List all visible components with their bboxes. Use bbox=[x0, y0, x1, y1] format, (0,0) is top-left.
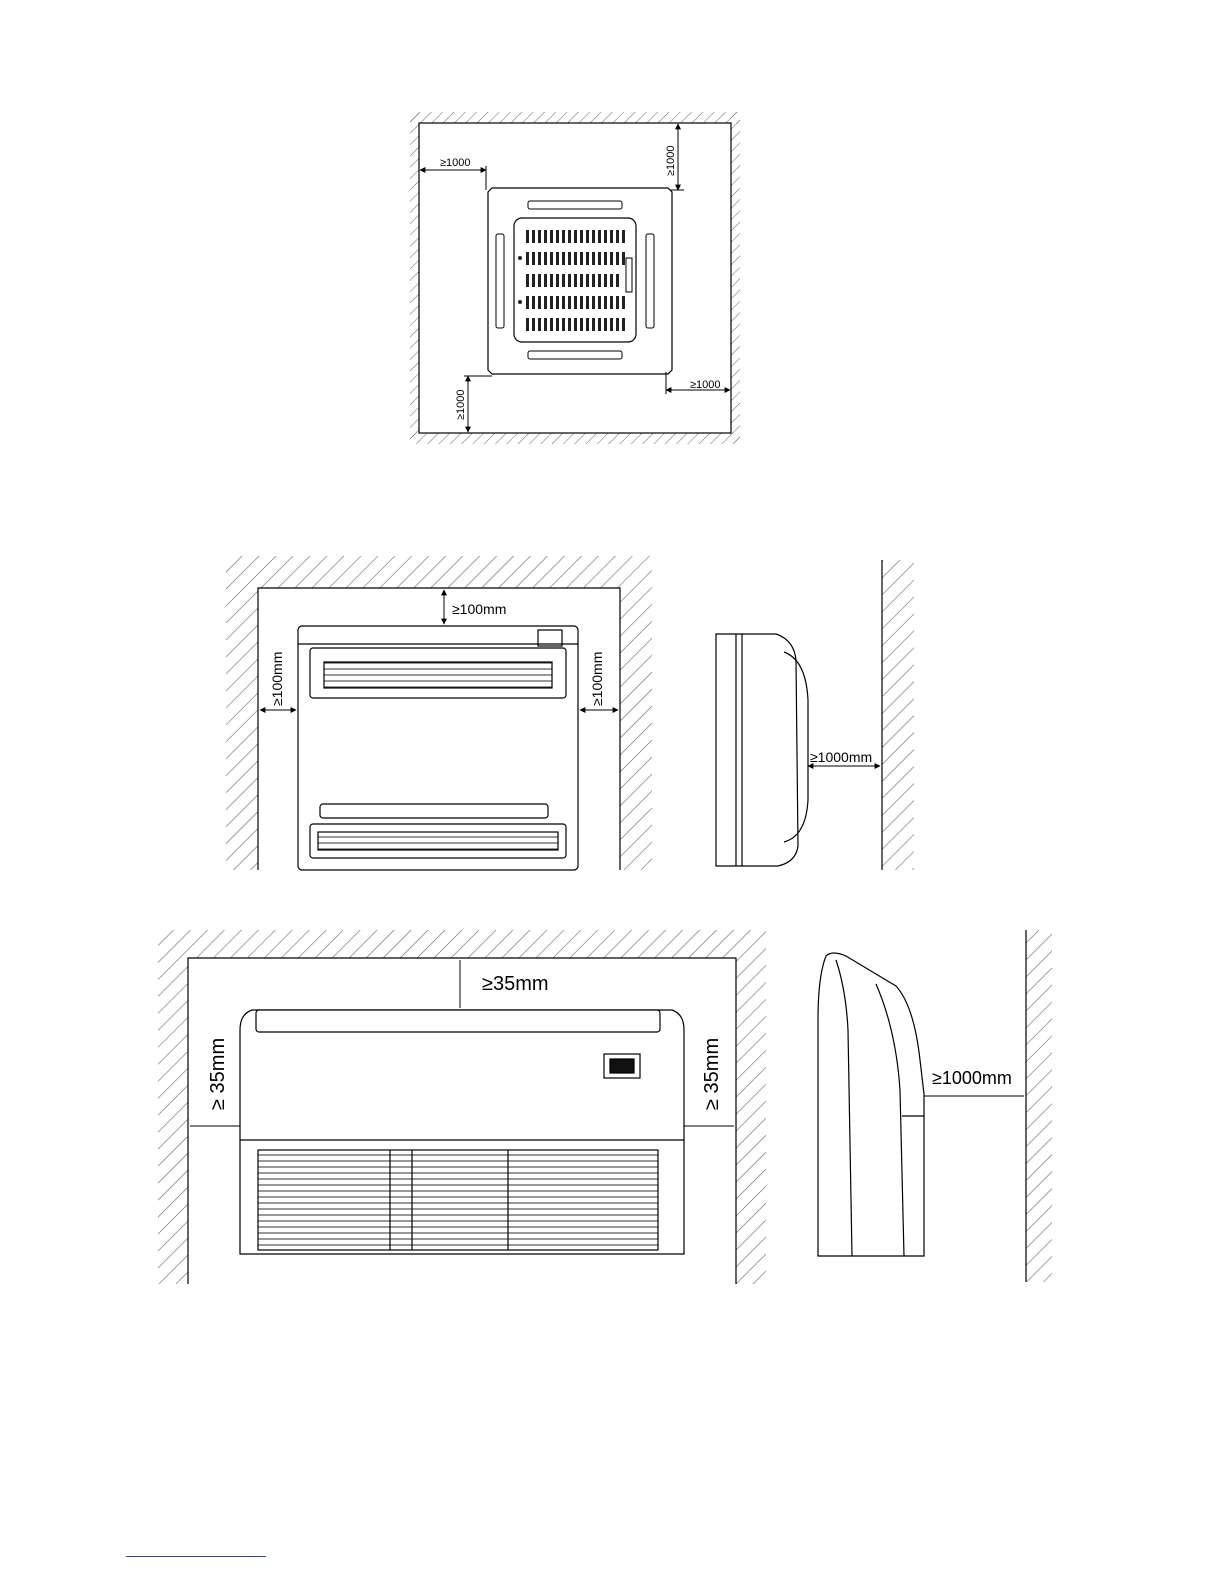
console-diagram: ≥100mm ≥100mm ≥100mm ≥1000mm bbox=[226, 556, 914, 870]
console-unit-side bbox=[716, 634, 808, 866]
console-side-label: ≥1000mm bbox=[810, 749, 872, 765]
ceiling-floor-unit-front bbox=[240, 1010, 684, 1254]
cassette-bottom-label: ≥1000 bbox=[690, 379, 721, 391]
ceiling-floor-left-label: ≥ 35mm bbox=[207, 1038, 229, 1110]
cassette-wall-top bbox=[410, 112, 740, 124]
console-right-label: ≥100mm bbox=[589, 652, 605, 706]
ceiling-floor-wall-side bbox=[1026, 930, 1052, 1282]
cassette-outlet-bottom bbox=[528, 351, 622, 359]
console-left-label: ≥100mm bbox=[269, 652, 285, 706]
footer-rule bbox=[126, 1556, 266, 1557]
ceiling-floor-right-label: ≥ 35mm bbox=[701, 1038, 723, 1110]
cassette-outlet-left bbox=[496, 234, 504, 328]
cassette-wall-bottom bbox=[410, 432, 740, 444]
cassette-left-label: ≥1000 bbox=[455, 389, 467, 420]
console-unit-front bbox=[298, 626, 578, 870]
console-wall-side bbox=[882, 560, 914, 870]
cassette-top-label: ≥1000 bbox=[440, 157, 471, 169]
ceiling-floor-unit-side bbox=[818, 953, 924, 1256]
console-top-label: ≥100mm bbox=[452, 601, 506, 617]
cassette-diagram: ≥1000 ≥1000 ≥1000 ≥1000 bbox=[410, 112, 740, 444]
cassette-outlet-right bbox=[646, 234, 654, 328]
cassette-outlet-top bbox=[528, 201, 622, 209]
cassette-right-label: ≥1000 bbox=[665, 145, 677, 176]
ceiling-floor-top-label: ≥35mm bbox=[482, 973, 549, 995]
ceiling-floor-side-label: ≥1000mm bbox=[932, 1068, 1012, 1088]
ceiling-floor-diagram: ≥35mm ≥ 35mm ≥ 35mm ≥1000mm bbox=[158, 930, 1052, 1284]
